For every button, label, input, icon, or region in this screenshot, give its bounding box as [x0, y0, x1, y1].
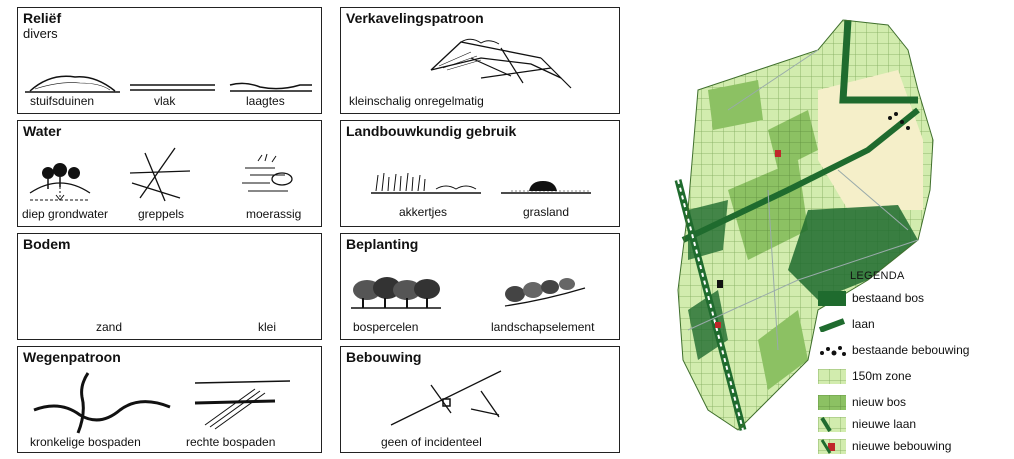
label-stuifsduinen: stuifsduinen: [30, 94, 95, 108]
panel-title: Reliëf: [23, 10, 62, 26]
panel-title: Verkavelingspatroon: [346, 10, 484, 26]
panel-title: Bebouwing: [346, 349, 422, 365]
panel-title: Bodem: [23, 236, 71, 252]
legend-label: nieuw bos: [852, 395, 907, 409]
landscape-map: [674, 19, 934, 431]
legend-label: laan: [852, 317, 875, 331]
label-greppels: greppels: [138, 207, 185, 221]
label-geen-of-incidenteel: geen of incidenteel: [381, 435, 482, 449]
label-kronkelige-bospaden: kronkelige bospaden: [30, 435, 141, 449]
panel-wegenpatroon: Wegenpatroon kronkelige bospaden rechte …: [17, 346, 322, 453]
panel-bebouwing: Bebouwing geen of incidenteel: [340, 346, 620, 453]
green-line-grid-icon: [818, 416, 846, 432]
legend-item-nieuwe-laan: nieuwe laan: [818, 416, 916, 432]
label-landschapselement: landschapselement: [491, 320, 595, 334]
dark-green-fill-icon: [818, 290, 846, 306]
light-green-grid-icon: [818, 368, 846, 384]
red-house-grid-icon: [818, 438, 846, 454]
label-rechte-bospaden: rechte bospaden: [186, 435, 276, 449]
wegen-illustration: [33, 372, 291, 434]
label-klei: klei: [258, 320, 277, 334]
panel-title: Wegenpatroon: [23, 349, 121, 365]
landbouw-illustration: [371, 172, 591, 194]
legend-item-nieuwe-bebouwing: nieuwe bebouwing: [818, 438, 951, 454]
legend-label: nieuwe bebouwing: [852, 439, 952, 453]
legend-item-laan: laan: [818, 316, 875, 333]
relief-illustration: [25, 75, 312, 93]
legend-item-150m-zone: 150m zone: [818, 368, 911, 384]
panel-verkavelingspatroon: Verkavelingspatroon kleinschalig onregel…: [340, 7, 620, 114]
bebouwing-illustration: [390, 370, 502, 426]
label-vlak: vlak: [154, 94, 176, 108]
panel-title: Landbouwkundig gebruik: [346, 123, 517, 139]
beplanting-illustration: [351, 277, 586, 309]
water-illustration: [29, 147, 293, 202]
label-grasland: grasland: [523, 205, 570, 219]
label-moerassig: moerassig: [246, 207, 302, 221]
panel-beplanting: Beplanting bospercelen landschapselement: [340, 233, 620, 340]
verkaveling-illustration: [430, 38, 572, 89]
panel-bodem: Bodem zand klei: [17, 233, 322, 340]
legend-label: bestaande bebouwing: [852, 343, 970, 357]
legend-item-nieuw-bos: nieuw bos: [818, 394, 906, 410]
label-laagtes: laagtes: [246, 94, 285, 108]
legend-item-bestaand-bos: bestaand bos: [818, 290, 924, 306]
label-kleinschalig: kleinschalig onregelmatig: [349, 94, 484, 108]
black-dots-icon: [818, 343, 846, 358]
medium-green-grid-icon: [818, 394, 846, 410]
panel-subtitle: divers: [23, 26, 58, 41]
panel-relief: Reliëf divers stuifsduinen vlak laagtes: [17, 7, 322, 114]
label-zand: zand: [96, 320, 123, 334]
legend-label: 150m zone: [852, 369, 912, 383]
dark-green-line-icon: [818, 317, 846, 333]
label-diep-grondwater: diep grondwater: [22, 207, 109, 221]
label-akkertjes: akkertjes: [399, 205, 448, 219]
legend-item-bestaande-bebouwing: bestaande bebouwing: [818, 342, 969, 358]
legend-title: LEGENDA: [850, 270, 905, 282]
panel-water: Water diep grondwater greppels moerassig: [17, 120, 322, 227]
panel-title: Beplanting: [346, 236, 419, 252]
panel-title: Water: [23, 123, 62, 139]
legend-label: bestaand bos: [852, 291, 925, 305]
legend-label: nieuwe laan: [852, 417, 917, 431]
label-bospercelen: bospercelen: [353, 320, 419, 334]
panel-landbouwkundig-gebruik: Landbouwkundig gebruik akkertjes graslan…: [340, 120, 620, 227]
